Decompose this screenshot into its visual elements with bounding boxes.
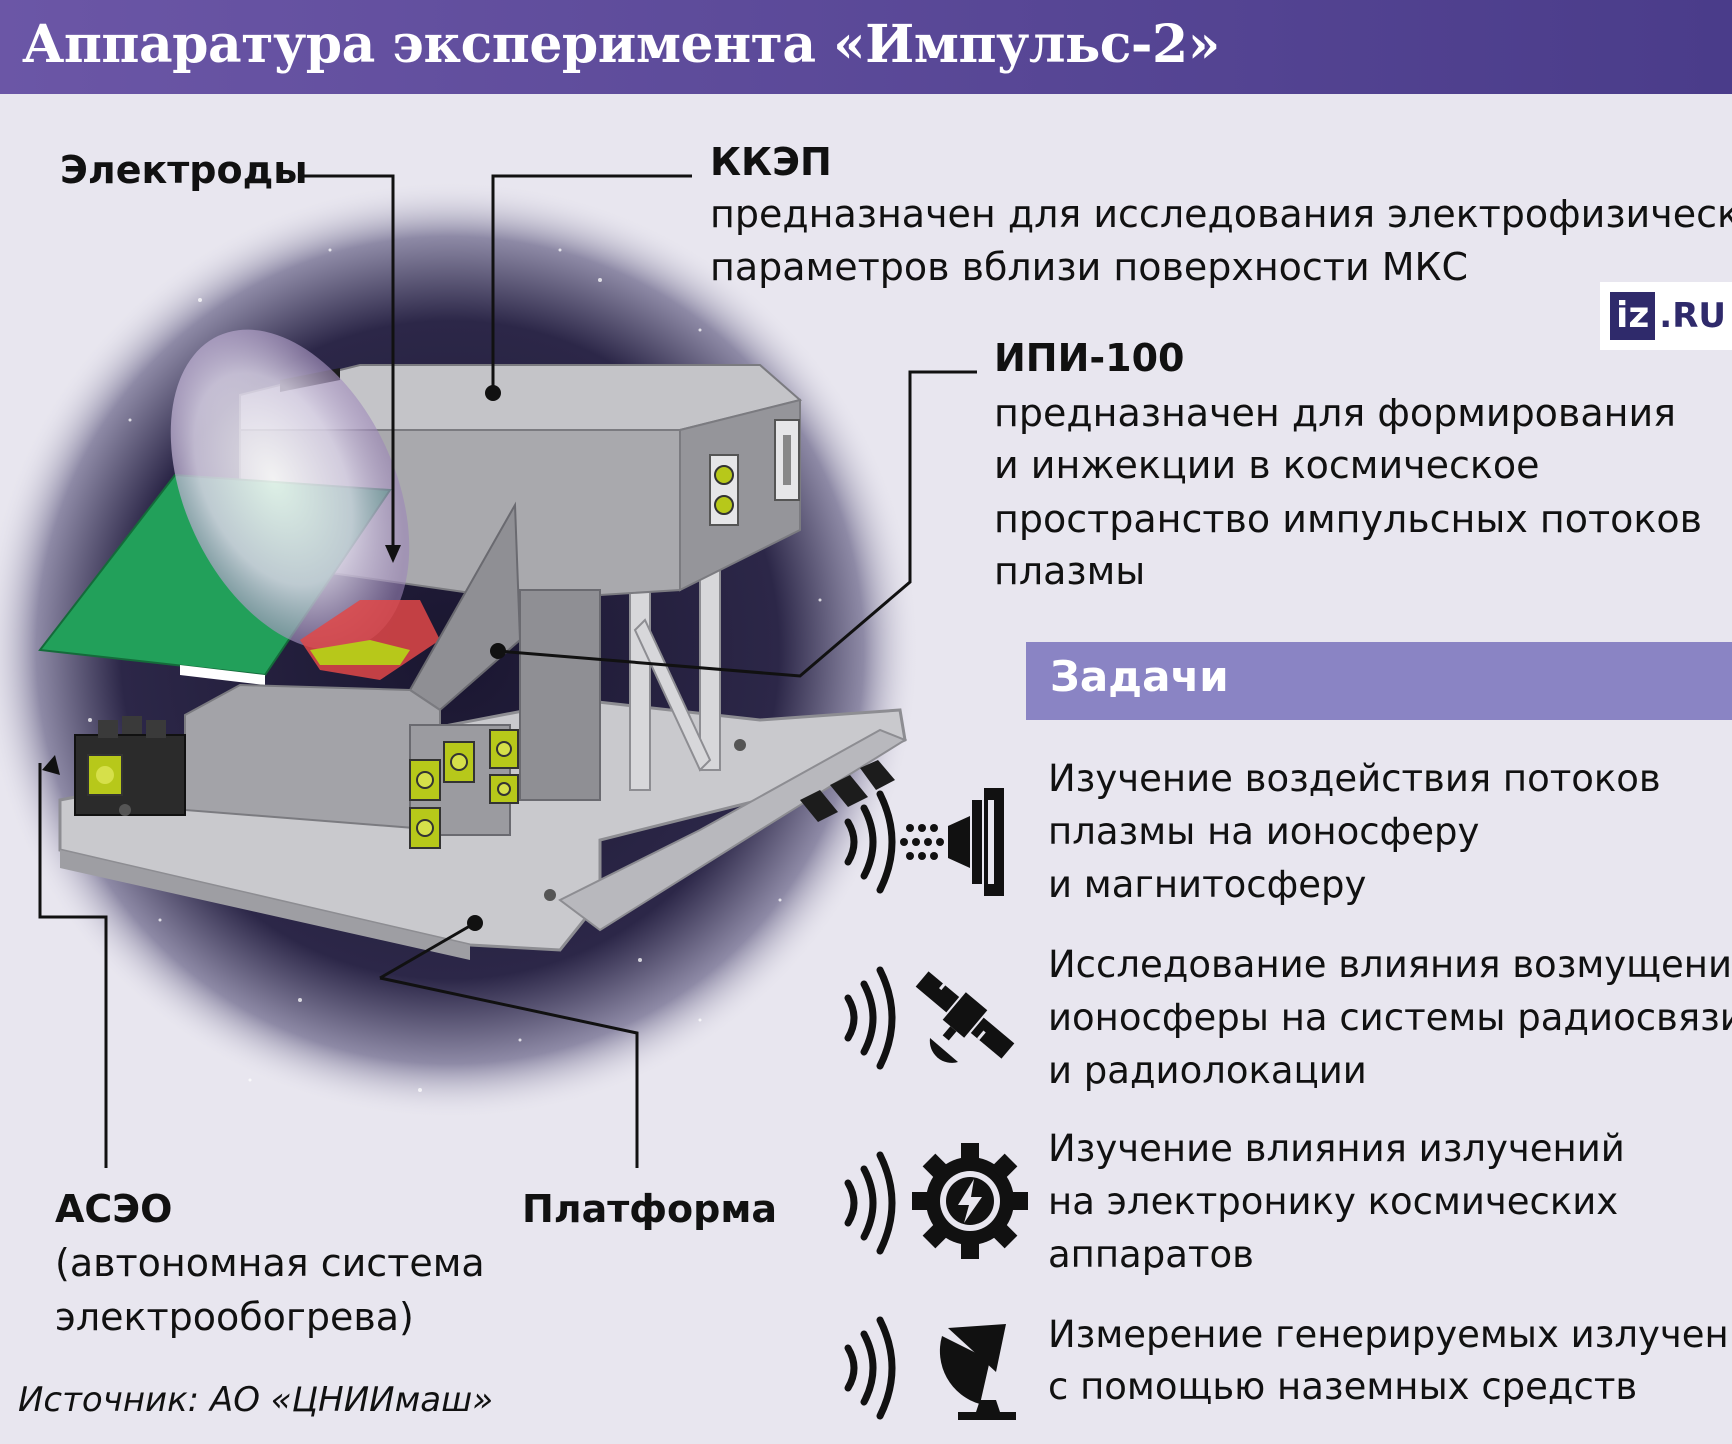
label-ipi-desc-4: плазмы bbox=[994, 549, 1146, 593]
task-2-line-1: Исследование влияния возмущений bbox=[1048, 943, 1732, 986]
label-aseo-title: АСЭО bbox=[55, 1187, 173, 1231]
logo-iz: iz bbox=[1610, 292, 1656, 340]
plasma-plume bbox=[170, 329, 410, 651]
label-aseo-desc-2: электрообогрева) bbox=[55, 1295, 414, 1339]
plasma-thruster-icon bbox=[844, 788, 1004, 896]
label-kkep-desc-1: предназначен для исследования электрофиз… bbox=[710, 192, 1732, 236]
logo-ru: .RU bbox=[1659, 296, 1727, 336]
callout-lines bbox=[38, 174, 977, 1168]
device-illustration bbox=[0, 174, 977, 1168]
task-3-line-2: на электронику космических bbox=[1048, 1180, 1619, 1223]
source-note: Источник: АО «ЦНИИмаш» bbox=[18, 1380, 494, 1420]
satellite-icon bbox=[844, 966, 1015, 1070]
task-3-line-1: Изучение влияния излучений bbox=[1048, 1127, 1625, 1170]
kkep-connectors bbox=[709, 419, 800, 526]
label-ipi-desc-3: пространство импульсных потоков bbox=[994, 497, 1703, 541]
label-kkep-title: ККЭП bbox=[710, 140, 832, 184]
task-1-line-1: Изучение воздействия потоков bbox=[1048, 757, 1661, 800]
page-title: Аппаратура эксперимента «Импульс-2» bbox=[22, 14, 1220, 75]
izru-logo: iz .RU bbox=[1600, 282, 1732, 350]
front-connectors bbox=[409, 729, 519, 849]
label-kkep-desc-2: параметров вблизи поверхности МКС bbox=[710, 245, 1469, 289]
tasks-heading: Задачи bbox=[1050, 652, 1229, 701]
platform-arm bbox=[558, 728, 908, 932]
task-3-line-3: аппаратов bbox=[1048, 1233, 1254, 1276]
tasks-heading-bar: Задачи bbox=[1026, 642, 1732, 720]
task-2-line-3: и радиолокации bbox=[1048, 1049, 1367, 1092]
front-block bbox=[184, 683, 441, 832]
arm-stripes bbox=[800, 760, 895, 822]
label-aseo-desc-1: (автономная система bbox=[55, 1241, 485, 1285]
header-bar: Аппаратура эксперимента «Импульс-2» bbox=[0, 0, 1732, 94]
label-electrodes: Электроды bbox=[60, 148, 308, 192]
task-1-line-2: плазмы на ионосферу bbox=[1048, 810, 1480, 853]
task-2-line-2: ионосферы на системы радиосвязи bbox=[1048, 996, 1732, 1039]
label-ipi-desc-1: предназначен для формирования bbox=[994, 391, 1677, 435]
label-ipi-title: ИПИ-100 bbox=[994, 336, 1185, 380]
kkep-side bbox=[679, 398, 801, 592]
task-1-line-3: и магнитосферу bbox=[1048, 863, 1367, 906]
stars bbox=[88, 248, 822, 1092]
ground-antenna-icon bbox=[844, 1316, 1016, 1420]
label-platform: Платформа bbox=[522, 1187, 778, 1231]
gear-lightning-icon bbox=[844, 1143, 1028, 1259]
task-4-line-2: с помощью наземных средств bbox=[1048, 1365, 1638, 1408]
task-4-line-1: Измерение генерируемых излучений bbox=[1048, 1313, 1732, 1356]
label-ipi-desc-2: и инжекции в космическое bbox=[994, 443, 1540, 487]
